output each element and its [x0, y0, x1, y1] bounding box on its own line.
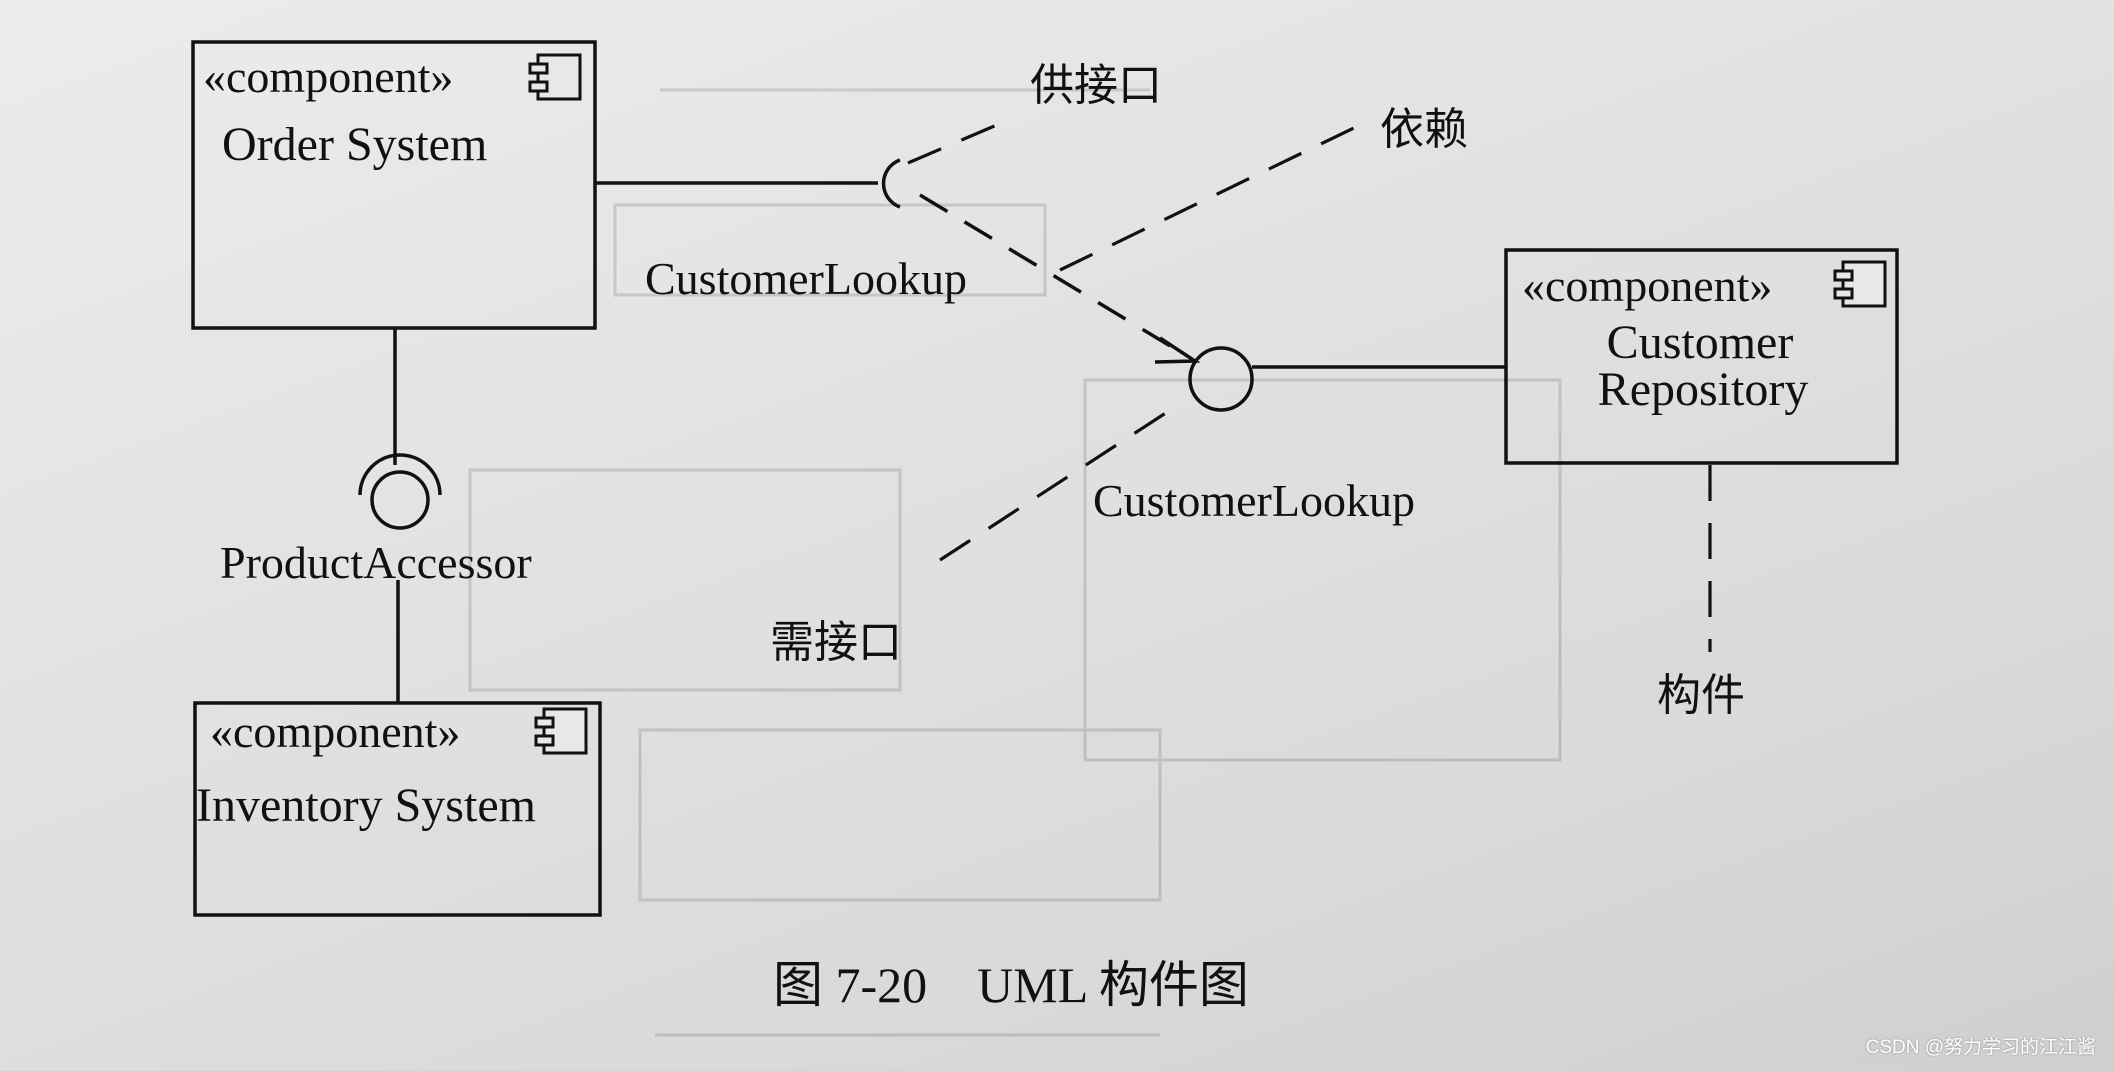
component-name-line-1: Customer — [1607, 316, 1794, 369]
interface-label-customer-lookup-required: CustomerLookup — [645, 253, 967, 304]
component-icon — [528, 53, 582, 101]
component-icon — [534, 707, 588, 755]
component-inventory-system: «component» Inventory System — [193, 701, 602, 917]
component-customer-repository: «component» Customer Repository — [1504, 248, 1899, 465]
product-accessor-ball-socket — [358, 328, 442, 703]
watermark: CSDN @努力学习的江江酱 — [1865, 1037, 2096, 1058]
figure-caption: 图 7-20 UML 构件图 — [773, 957, 1249, 1013]
component-icon — [1833, 260, 1887, 308]
component-name: Order System — [222, 118, 487, 171]
interface-label-customer-lookup-provided: CustomerLookup — [1093, 475, 1415, 526]
component-stereotype: «component» — [210, 706, 460, 757]
component-name: Inventory System — [196, 779, 536, 832]
component-stereotype: «component» — [203, 51, 453, 102]
annotation-dependency: 依赖 — [1380, 104, 1468, 155]
provided-interface-lollipop — [1188, 346, 1506, 412]
required-interface-socket — [595, 158, 901, 209]
interface-label-product-accessor: ProductAccessor — [220, 537, 532, 588]
annotation-provided-interface: 供接口 — [1030, 60, 1162, 111]
bleed-through-background — [468, 88, 1562, 1037]
annotation-labels: 供接口 依赖 需接口 构件 — [770, 60, 1745, 721]
dependency-arrow — [919, 193, 1201, 364]
annotation-leaders — [907, 116, 1712, 652]
component-stereotype: «component» — [1522, 260, 1772, 311]
annotation-required-interface: 需接口 — [770, 617, 902, 668]
component-box — [1504, 248, 1899, 465]
annotation-component: 构件 — [1657, 670, 1745, 721]
component-order-system: «component» Order System — [191, 40, 597, 330]
component-name-line-2: Repository — [1598, 363, 1809, 416]
